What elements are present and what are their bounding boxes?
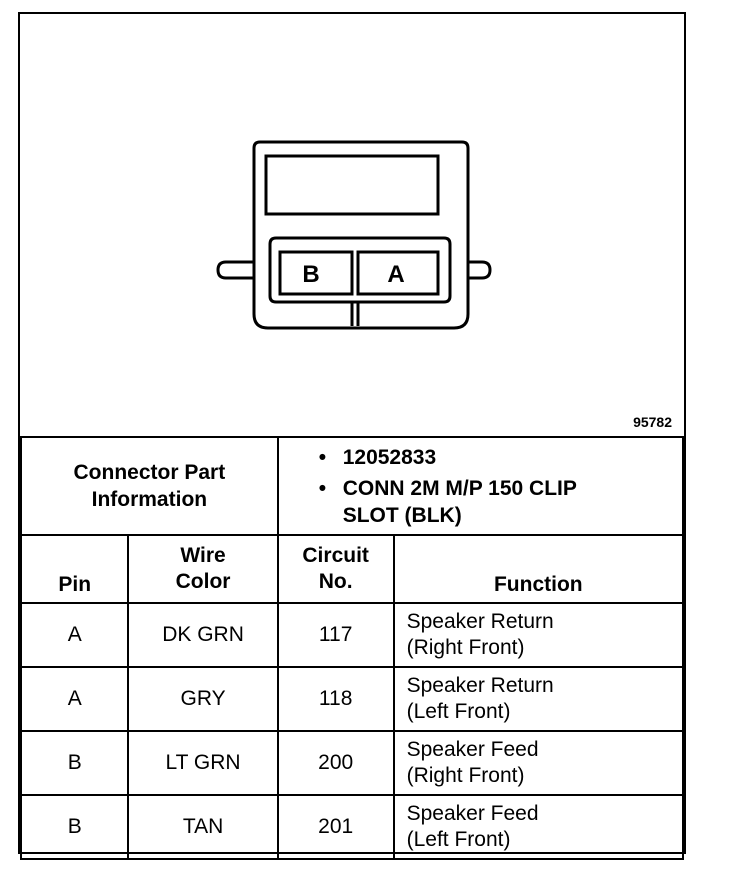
function-cell: Speaker Feed (Left Front) bbox=[392, 794, 685, 860]
pin-cell: A bbox=[19, 602, 130, 668]
part-info-list: 12052833 CONN 2M M/P 150 CLIP SLOT (BLK) bbox=[319, 444, 682, 529]
pin-cell: B bbox=[19, 730, 130, 796]
connector-sheet: B A 95782 Connector Part Information 120… bbox=[18, 12, 686, 860]
function-cell: Speaker Return (Left Front) bbox=[392, 666, 685, 732]
cavity-b bbox=[278, 250, 354, 296]
connector-part-info-label: Connector Part Information bbox=[20, 436, 279, 536]
wire-color-cell: LT GRN bbox=[127, 730, 279, 796]
function-line: Speaker Feed bbox=[406, 738, 539, 761]
function-line: (Right Front) bbox=[406, 636, 525, 659]
left-clip bbox=[216, 260, 254, 280]
table-row: A GRY 118 Speaker Return (Left Front) bbox=[19, 666, 685, 732]
latch-window bbox=[264, 154, 440, 216]
circuit-cell: 200 bbox=[276, 730, 395, 796]
header-wire-color: Wire Color bbox=[127, 534, 279, 604]
cavity-label-a: A bbox=[387, 261, 404, 288]
pin-cell: B bbox=[19, 794, 130, 860]
connector-part-info-value: 12052833 CONN 2M M/P 150 CLIP SLOT (BLK) bbox=[276, 436, 685, 536]
wire-color-cell: GRY bbox=[127, 666, 279, 732]
function-line: (Left Front) bbox=[406, 828, 511, 851]
header-pin: Pin bbox=[19, 534, 130, 604]
table-row: B LT GRN 200 Speaker Feed (Right Front) bbox=[19, 730, 685, 796]
circuit-cell: 117 bbox=[276, 602, 395, 668]
function-line: Speaker Return bbox=[406, 610, 554, 633]
connector-diagram: B A 95782 bbox=[20, 14, 684, 436]
cavity-label-b: B bbox=[302, 261, 319, 288]
column-header-row: Pin Wire Color Circuit No. Function bbox=[19, 534, 685, 604]
cavity-housing bbox=[268, 236, 452, 304]
header-function: Function bbox=[392, 534, 685, 604]
wire-color-cell: DK GRN bbox=[127, 602, 279, 668]
cavity-a bbox=[356, 250, 440, 296]
wire-color-cell: TAN bbox=[127, 794, 279, 860]
connector-body bbox=[252, 140, 470, 330]
circuit-cell: 118 bbox=[276, 666, 395, 732]
function-line: (Left Front) bbox=[406, 700, 511, 723]
connector-table: Connector Part Information 12052833 CONN… bbox=[19, 436, 685, 860]
table-row: A DK GRN 117 Speaker Return (Right Front… bbox=[19, 602, 685, 668]
pin-cell: A bbox=[19, 666, 130, 732]
part-number: 12052833 bbox=[319, 444, 682, 471]
part-description: CONN 2M M/P 150 CLIP SLOT (BLK) bbox=[319, 475, 633, 529]
circuit-cell: 201 bbox=[276, 794, 395, 860]
header-circuit-no: Circuit No. bbox=[276, 534, 395, 604]
function-line: Speaker Feed bbox=[406, 802, 539, 825]
connector-part-info-row: Connector Part Information 12052833 CONN… bbox=[20, 436, 685, 536]
figure-number: 95782 bbox=[633, 414, 672, 430]
function-line: (Right Front) bbox=[406, 764, 525, 787]
connector-face-drawing: B A bbox=[216, 140, 492, 330]
table-row: B TAN 201 Speaker Feed (Left Front) bbox=[19, 794, 685, 860]
key-notch bbox=[350, 302, 360, 326]
right-clip bbox=[468, 260, 492, 280]
function-cell: Speaker Return (Right Front) bbox=[392, 602, 685, 668]
function-cell: Speaker Feed (Right Front) bbox=[392, 730, 685, 796]
function-line: Speaker Return bbox=[406, 674, 554, 697]
